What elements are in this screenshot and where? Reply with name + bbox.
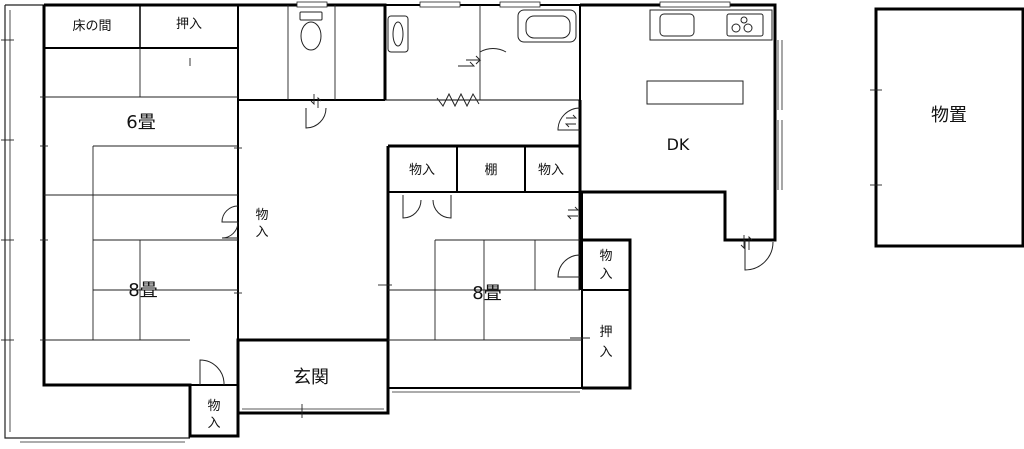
label-storage-right-1: 物 <box>599 249 612 264</box>
label-tokonoma: 床の間 <box>72 19 111 34</box>
windows <box>242 1 783 410</box>
fixtures <box>299 9 773 108</box>
washbasin <box>387 15 409 53</box>
doors <box>199 48 774 386</box>
label-shelf: 棚 <box>484 163 497 178</box>
label-oshiire-top: 押入 <box>176 17 202 32</box>
room-labels: 床の間 押入 6畳 8畳 物 入 物 入 玄関 物入 棚 物入 8畳 DK 物 … <box>72 17 967 431</box>
label-storage-mid-right: 物入 <box>538 163 564 178</box>
toilet-bowl <box>300 21 322 51</box>
kitchen-sink <box>659 13 695 37</box>
label-genkan: 玄関 <box>293 367 329 388</box>
label-storage-left-2: 入 <box>255 225 268 240</box>
label-oshiire-right-2: 入 <box>599 345 612 360</box>
label-six-mat: 6畳 <box>126 112 155 133</box>
label-storage-bottom-2: 入 <box>207 416 220 431</box>
label-storage-right-2: 入 <box>599 267 612 282</box>
accordion-door <box>436 92 480 108</box>
walls <box>42 3 1024 438</box>
veranda-frame <box>4 4 190 443</box>
label-storage-bottom-1: 物 <box>207 399 220 414</box>
kitchen-counter <box>649 9 773 41</box>
label-eight-mat-right: 8畳 <box>472 283 501 304</box>
tatami-lines <box>44 5 582 341</box>
label-storage-left-1: 物 <box>255 208 268 223</box>
label-shed: 物置 <box>931 105 967 126</box>
stove <box>726 13 764 37</box>
label-eight-mat-left: 8畳 <box>128 280 157 301</box>
label-storage-mid-left: 物入 <box>409 163 435 178</box>
dining-table <box>646 80 744 105</box>
label-dk: DK <box>667 135 690 154</box>
sliding-door-marks <box>310 61 753 250</box>
label-oshiire-right-1: 押 <box>599 325 612 340</box>
tick-marks <box>1 39 882 418</box>
bathtub <box>517 9 577 43</box>
toilet-tank <box>299 11 323 21</box>
